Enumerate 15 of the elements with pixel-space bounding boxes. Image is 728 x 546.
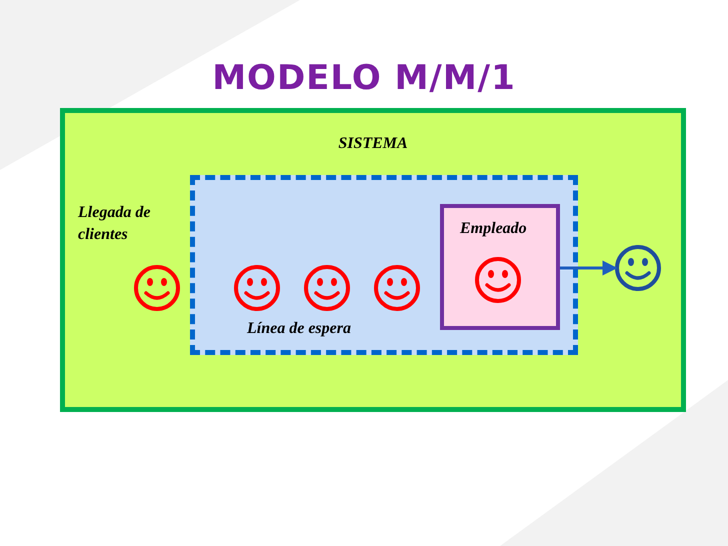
text-label: Llegada de clientes: [78, 203, 152, 245]
arrow: [560, 260, 618, 276]
system-panel: [60, 108, 686, 412]
smiley-icon: [303, 264, 351, 312]
smiley-icon: [474, 256, 522, 304]
smiley-icon: [614, 244, 662, 292]
title: MODELO M/M/1: [211, 58, 517, 98]
box-title: Línea de espera: [247, 320, 351, 338]
box-title: SISTEMA: [338, 135, 408, 153]
smiley-icon: [233, 264, 281, 312]
smiley-icon: [133, 264, 181, 312]
box-title: Empleado: [460, 220, 527, 238]
queue-area: [190, 175, 578, 355]
server-box: [440, 204, 560, 330]
smiley-icon: [373, 264, 421, 312]
